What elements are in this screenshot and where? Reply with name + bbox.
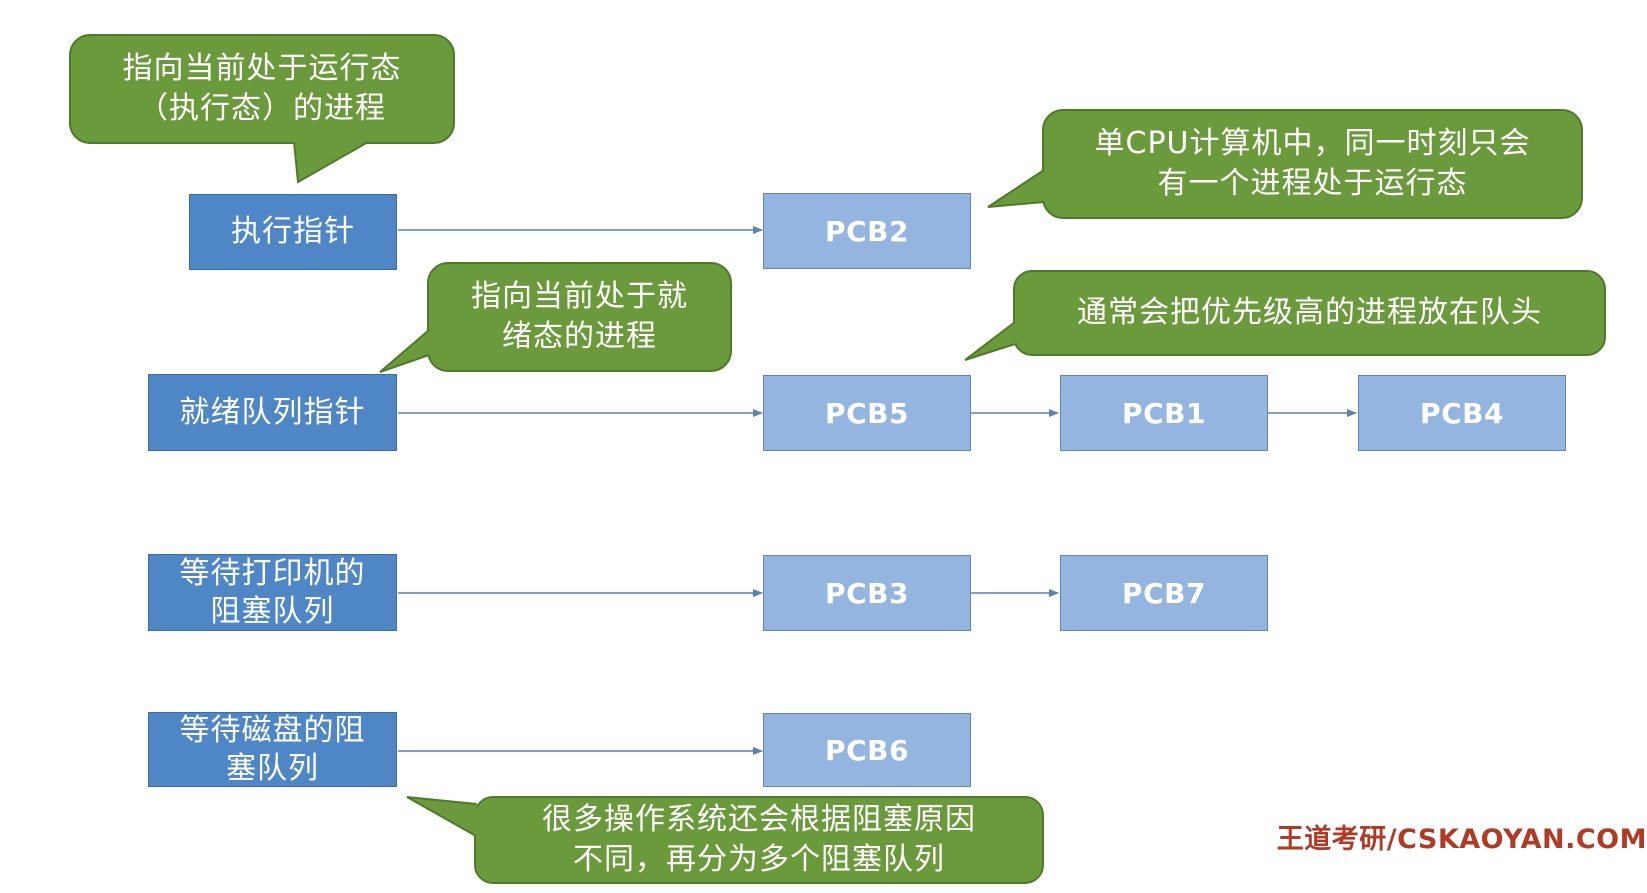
- disk-block-queue-box: 等待磁盘的阻 塞队列: [148, 712, 397, 787]
- pcb6-box: PCB6: [763, 713, 971, 787]
- pcb5-box: PCB5: [763, 375, 971, 451]
- callout-single-cpu-text: 单CPU计算机中，同一时刻只会 有一个进程处于运行态: [1094, 126, 1531, 201]
- ready-queue-pointer-box: 就绪队列指针: [148, 374, 397, 451]
- callout-ready-bubble: [379, 262, 732, 373]
- callout-ready-text: 指向当前处于就 绪态的进程: [471, 279, 688, 354]
- printer-block-queue-box: 等待打印机的 阻塞队列: [148, 554, 397, 631]
- callout-blocking-text: 很多操作系统还会根据阻塞原因 不同，再分为多个阻塞队列: [542, 802, 976, 877]
- callout-priority-text: 通常会把优先级高的进程放在队头: [1077, 295, 1542, 331]
- pcb1-box: PCB1: [1060, 375, 1268, 451]
- pcb4-box: PCB4: [1358, 375, 1566, 451]
- watermark-text: 王道考研/CSKAOYAN.COM: [1276, 824, 1647, 855]
- exec-pointer-box: 执行指针: [189, 194, 397, 270]
- callout-priority-bubble: [964, 270, 1606, 361]
- pcb7-box: PCB7: [1060, 555, 1268, 631]
- callout-running-bubble: [69, 34, 455, 184]
- callout-blocking-bubble: [406, 796, 1044, 884]
- callout-single-cpu-bubble: [987, 109, 1583, 219]
- arrows: [398, 226, 1357, 755]
- callout-running-text: 指向当前处于运行态 （执行态）的进程: [122, 51, 402, 126]
- pcb3-box: PCB3: [763, 555, 971, 631]
- pcb2-box: PCB2: [763, 193, 971, 269]
